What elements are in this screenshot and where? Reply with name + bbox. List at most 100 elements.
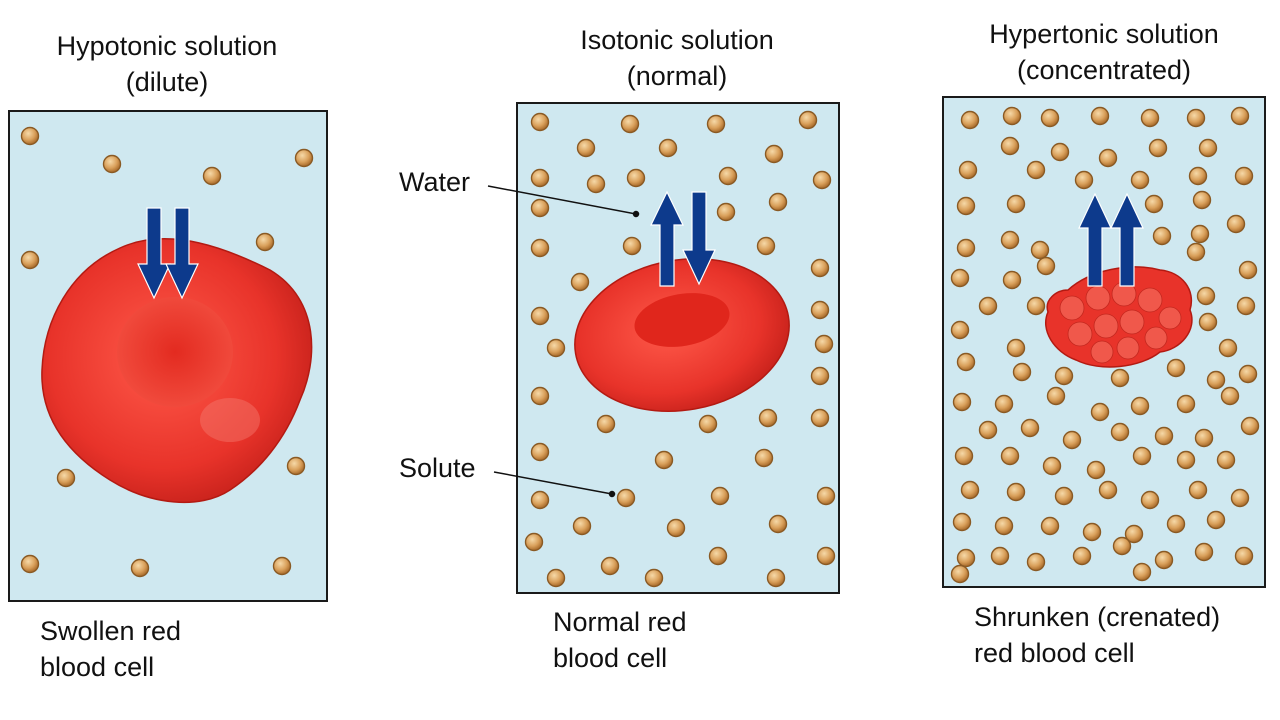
solute-particle	[1240, 416, 1260, 436]
solute-particle	[56, 468, 76, 488]
solute-particle	[1086, 460, 1106, 480]
solute-particle	[1148, 138, 1168, 158]
solute-particle	[255, 232, 275, 252]
solute-particle	[20, 126, 40, 146]
solute-particle	[130, 558, 150, 578]
solute-particle	[960, 480, 980, 500]
isotonic-title: Isotonic solution (normal)	[497, 22, 857, 94]
solute-particle	[1000, 230, 1020, 250]
isotonic-title-line2: (normal)	[626, 61, 728, 91]
solute-particle	[1188, 166, 1208, 186]
solute-particle	[1234, 546, 1254, 566]
solute-particle	[530, 386, 550, 406]
solute-particle	[1036, 256, 1056, 276]
solute-particle	[978, 296, 998, 316]
solute-particle	[1166, 514, 1186, 534]
solute-particle	[1054, 366, 1074, 386]
solute-particle	[698, 414, 718, 434]
hypertonic-caption-line1: Shrunken (crenated)	[974, 602, 1221, 632]
solute-particle	[1046, 386, 1066, 406]
solute-particle	[1194, 542, 1214, 562]
water-arrows-isotonic	[650, 190, 716, 287]
solute-particle	[1112, 536, 1132, 556]
solute-particle	[570, 272, 590, 292]
solute-particle	[586, 174, 606, 194]
solute-particle	[812, 170, 832, 190]
solute-particle	[1054, 486, 1074, 506]
solute-particle	[708, 546, 728, 566]
solute-particle	[1198, 312, 1218, 332]
solute-particle	[1154, 426, 1174, 446]
solute-particle	[1000, 446, 1020, 466]
hypertonic-caption: Shrunken (crenated) red blood cell	[974, 599, 1220, 671]
hypotonic-title-line1: Hypotonic solution	[56, 31, 278, 61]
solute-particle	[1234, 166, 1254, 186]
solute-particle	[978, 420, 998, 440]
solute-particle	[956, 196, 976, 216]
solute-particle	[952, 512, 972, 532]
solute-particle	[1154, 550, 1174, 570]
isotonic-caption-line2: blood cell	[553, 643, 668, 673]
solute-particle	[20, 554, 40, 574]
solute-particle	[1198, 138, 1218, 158]
solute-particle	[626, 168, 646, 188]
solute-particle	[644, 568, 664, 588]
solute-particle	[286, 456, 306, 476]
hypotonic-caption: Swollen red blood cell	[40, 613, 181, 685]
solute-particle	[1196, 286, 1216, 306]
solute-particle	[816, 486, 836, 506]
solute-particle	[810, 258, 830, 278]
solute-particle	[1098, 480, 1118, 500]
solute-particle	[1006, 482, 1026, 502]
solute-particle	[530, 238, 550, 258]
solute-particle	[710, 486, 730, 506]
solute-particle	[1030, 240, 1050, 260]
solute-particle	[1130, 170, 1150, 190]
solute-particle	[1040, 516, 1060, 536]
water-arrows-hypertonic	[1078, 192, 1144, 287]
solute-particle	[814, 334, 834, 354]
solute-particle	[1186, 242, 1206, 262]
solute-particle	[102, 154, 122, 174]
solute-particle	[1140, 108, 1160, 128]
solute-particle	[1188, 480, 1208, 500]
isotonic-caption-line1: Normal red	[553, 607, 687, 637]
solute-particle	[1132, 562, 1152, 582]
solute-particle	[658, 138, 678, 158]
water-arrows-hypotonic	[137, 207, 199, 300]
label-leader-lines	[487, 185, 640, 498]
solute-particle	[1218, 338, 1238, 358]
solute-particle	[1176, 394, 1196, 414]
isotonic-caption: Normal red blood cell	[553, 604, 687, 676]
solute-particle	[1050, 142, 1070, 162]
solute-label: Solute	[399, 453, 476, 483]
solute-particle	[1144, 194, 1164, 214]
solute-particle	[1082, 522, 1102, 542]
solute-particle	[956, 238, 976, 258]
solute-particle	[1090, 402, 1110, 422]
solute-particle	[1026, 160, 1046, 180]
solute-particle	[1020, 418, 1040, 438]
solute-particle	[202, 166, 222, 186]
solute-particle	[756, 236, 776, 256]
solute-particle	[766, 568, 786, 588]
solute-particle	[1040, 108, 1060, 128]
solute-particle	[990, 546, 1010, 566]
solute-particle	[768, 514, 788, 534]
solute-particle	[706, 114, 726, 134]
solute-particle	[1230, 106, 1250, 126]
solute-particle	[600, 556, 620, 576]
water-label: Water	[399, 167, 471, 197]
solute-particle	[764, 144, 784, 164]
hypotonic-title: Hypotonic solution (dilute)	[0, 28, 347, 100]
solute-particle	[530, 112, 550, 132]
swollen-red-blood-cell	[41, 238, 313, 504]
solute-particle	[1176, 450, 1196, 470]
solute-particle	[1072, 546, 1092, 566]
solute-particle	[1206, 510, 1226, 530]
solute-particle	[810, 300, 830, 320]
solute-particle	[1220, 386, 1240, 406]
solute-particle	[1000, 136, 1020, 156]
solute-particle	[950, 320, 970, 340]
